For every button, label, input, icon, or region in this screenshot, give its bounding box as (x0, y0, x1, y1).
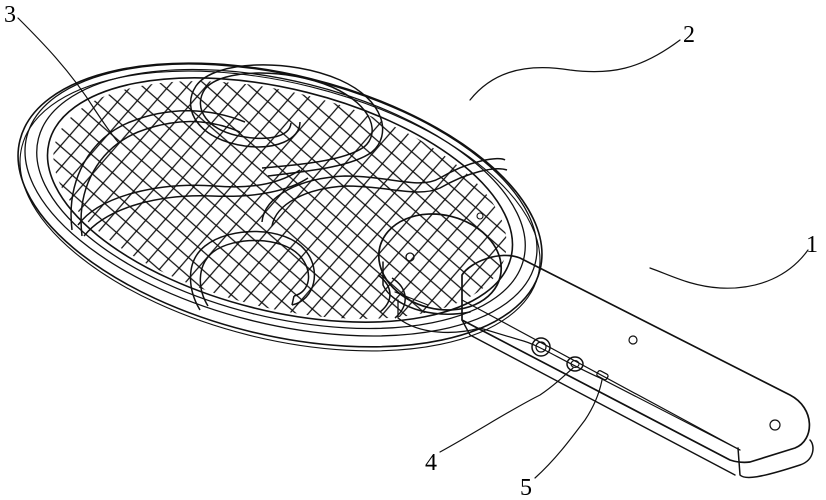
label-4: 4 (425, 450, 437, 476)
handle-body (377, 212, 814, 479)
label-3: 3 (4, 2, 16, 28)
spiral-electrodes (70, 64, 508, 319)
label-5: 5 (520, 475, 532, 500)
label-1: 1 (806, 232, 818, 258)
leader-lines (17, 17, 809, 479)
label-2: 2 (683, 22, 695, 48)
side-controls (531, 337, 609, 381)
reference-labels: 3 2 1 4 5 (4, 2, 818, 500)
